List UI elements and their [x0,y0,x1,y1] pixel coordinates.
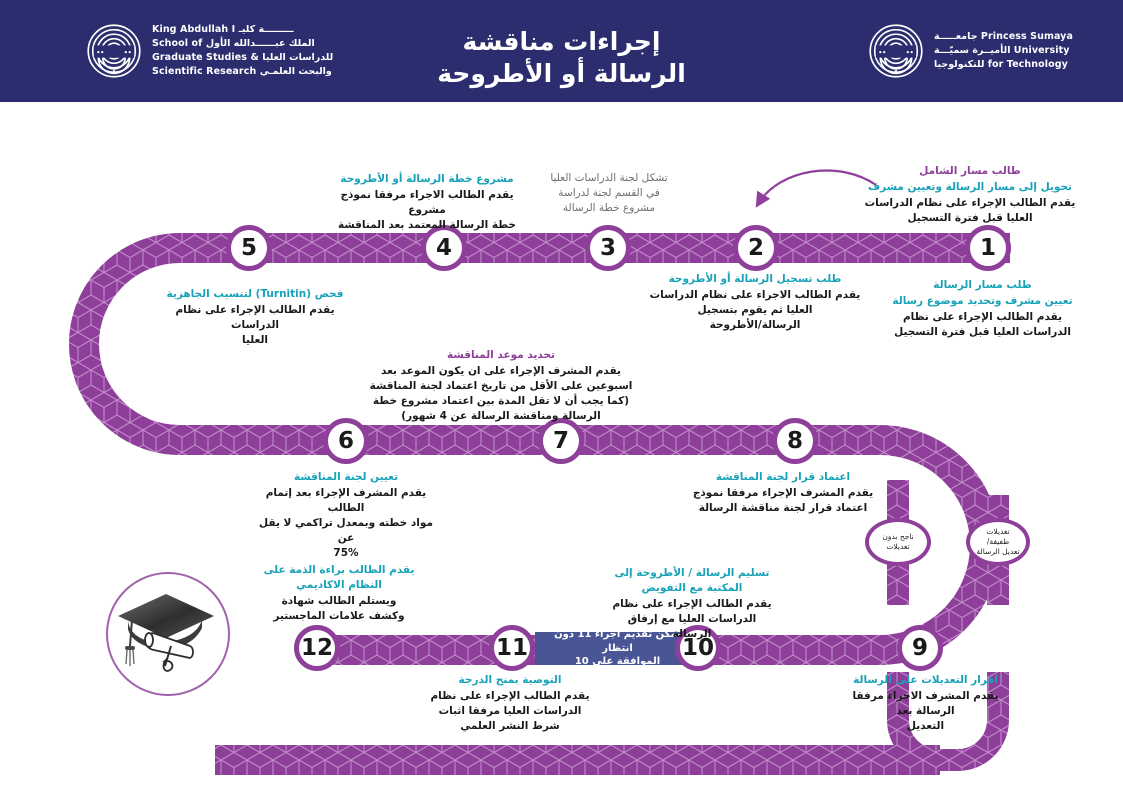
step-text-6: تعيين لجنة المناقشة يقدم المشرف الإجراء … [256,470,436,560]
step-body-5: يقدم الطالب الإجراء على نظام الدراسات ال… [175,303,335,346]
step-node-5[interactable]: 5 [226,225,272,271]
step-number-11: 11 [495,635,528,661]
step-node-11[interactable]: 11 [489,625,535,671]
psut-logo-line-2: الأميــرة سميّـــة University [933,45,1070,57]
step-node-3[interactable]: 3 [585,225,631,271]
step-number-8: 8 [786,428,803,454]
step-number-6: 6 [337,428,354,454]
step-body-3: تشكل لجنة الدراسات العليا في القسم لجنة … [550,172,668,214]
step-text-3: تشكل لجنة الدراسات العليا في القسم لجنة … [524,171,694,216]
page-title-line-1: إجراءات مناقشة [462,27,661,56]
callout-shamel-track: طالب مسار الشامل تحويل إلى مسار الرسالة … [855,164,1085,226]
step-body-11: يقدم الطالب الإجراء على نظام الدراسات ال… [430,689,590,732]
oval-badge-pass-no-changes[interactable]: ناجح بدون تعديلات [865,518,931,566]
step-text-11: التوصية بمنح الدرجة يقدم الطالب الإجراء … [425,673,595,734]
graduation-cap-circle [106,572,230,696]
page-title: إجراءات مناقشة الرسالة أو الأطروحة [352,26,772,90]
callout-arrow-icon [755,169,877,208]
page-header: King Abdullah I ـــــــــة كليـ School o… [0,0,1123,102]
step-text-2: طلب تسجيل الرسالة أو الأطروحة يقدم الطال… [645,272,865,333]
callout-subtitle: تحويل إلى مسار الرسالة وتعيين مشرف [867,180,1072,193]
step-body-9: يقدم المشرف الاجراء مرفقا الرسالة بعد ال… [852,689,999,732]
step-title-6: تعيين لجنة المناقشة [293,471,399,483]
graduation-cap-diploma-icon [118,594,214,672]
step-text-8: اعتماد قرار لجنة المناقشة يقدم المشرف ال… [683,470,883,516]
step-number-7: 7 [552,428,569,454]
page-title-line-2: الرسالة أو الأطروحة [437,59,686,88]
step-body-12: ويستلم الطالب شهادة وكشف علامات الماجستي… [273,594,405,622]
step-node-6[interactable]: 6 [323,418,369,464]
kasgs-logo-line-2: School of الملك عبــــــدالله الأول [152,38,315,50]
step-body-2: يقدم الطالب الاجراء على نظام الدراسات ال… [649,288,861,331]
step-title-4: مشروع خطة الرسالة أو الأطروحة [340,173,514,185]
step-body-4: يقدم الطالب الاجراء مرفقا نموذج مشروع خط… [337,188,516,231]
kasgs-logo-line-4: Scientific Research والبحث العلمـي [152,65,332,77]
step-node-8[interactable]: 8 [772,418,818,464]
step-title-10: تسليم الرسالة / الأطروحة إلى المكتبة مع … [614,567,770,594]
step-body-7: يقدم المشرف الإجراء على ان يكون الموعد ب… [369,364,633,422]
step-node-10[interactable]: 10 [675,625,721,671]
step-text-9: اقرار التعديلات على الرسالة يقدم المشرف … [838,673,1013,734]
step-title-12: يقدم الطالب براءة الذمة على النظام الاكا… [263,564,415,591]
step-text-10: تسليم الرسالة / الأطروحة إلى المكتبة مع … [607,566,777,642]
step-body-6: يقدم المشرف الإجراء بعد إتمام الطالب موا… [259,486,433,559]
step-subtitle-1: تعيين مشرف وتحديد موضوع رسالة [892,294,1073,307]
step-node-12[interactable]: 12 [294,625,340,671]
step-title-8: اعتماد قرار لجنة المناقشة [715,471,851,483]
step-number-1: 1 [979,235,996,261]
step-number-5: 5 [240,235,257,261]
step-number-10: 10 [681,635,714,661]
step-title-2: طلب تسجيل الرسالة أو الأطروحة [668,273,842,285]
step-node-2[interactable]: 2 [733,225,779,271]
step-title-7: تحديد موعد المناقشة [447,349,555,361]
step-title-9: اقرار التعديلات على الرسالة [853,674,998,686]
step-text-1: طلب مسار الرسالة تعيين مشرف وتحديد موضوع… [880,278,1085,340]
step-node-1[interactable]: 1 [965,225,1011,271]
psut-logo: جامعـــــة Princess Sumaya الأميــرة سمي… [868,23,1073,79]
step-title-11: التوصية بمنح الدرجة [458,674,562,686]
kasgs-logo-line-1: King Abdullah I ـــــــــة كليـ [152,24,294,36]
ribbon-main [69,233,1010,665]
step-number-12: 12 [300,635,333,661]
ribbon-branch-b2 [957,672,1009,771]
psut-logo-line-1: جامعـــــة Princess Sumaya [933,31,1073,43]
step-body-10: يقدم الطالب الإجراء على نظام الدراسات ال… [612,597,772,640]
note-banner-step11: يمكن تقديم اجراء 11 دون انتظار الموافقة … [535,629,700,667]
step-number-3: 3 [599,235,616,261]
kasgs-logo-mark [87,24,141,78]
step-node-4[interactable]: 4 [421,225,467,271]
step-text-4: مشروع خطة الرسالة أو الأطروحة يقدم الطال… [337,172,517,233]
psut-logo-text: جامعـــــة Princess Sumaya الأميــرة سمي… [934,30,1073,71]
kasgs-logo-text: King Abdullah I ـــــــــة كليـ School o… [152,23,333,78]
callout-title: طالب مسار الشامل [919,165,1021,177]
step-number-4: 4 [435,235,452,261]
psut-logo-line-3: للتكنولوجيا for Technology [933,58,1068,70]
step-title-1: طلب مسار الرسالة [933,279,1032,291]
kasgs-logo-line-3: Graduate Studies & للدراسات العليا [152,52,334,63]
callout-body: يقدم الطالب الإجراء على نظام الدراسات ال… [864,196,1076,224]
step-node-9[interactable]: 9 [897,625,943,671]
step-title-5: فحص (Turnitin) لتنسيب الجاهزية [166,288,344,300]
step-number-9: 9 [911,635,928,661]
oval-badge-minor-changes[interactable]: تعديلات طفيفة/ تعديل الرسالة [966,518,1030,566]
step-text-7: تحديد موعد المناقشة يقدم المشرف الإجراء … [356,348,646,424]
step-body-8: يقدم المشرف الإجراء مرفقا نموذج اعتماد ق… [692,486,874,514]
step-number-2: 2 [747,235,764,261]
psut-logo-mark [869,24,923,78]
step-text-12: يقدم الطالب براءة الذمة على النظام الاكا… [250,563,428,624]
king-abdullah-school-logo: King Abdullah I ـــــــــة كليـ School o… [86,23,333,79]
step-text-5: فحص (Turnitin) لتنسيب الجاهزية يقدم الطا… [160,287,350,348]
step-body-1: يقدم الطالب الإجراء على نظام الدراسات ال… [894,310,1071,338]
step-node-7[interactable]: 7 [538,418,584,464]
